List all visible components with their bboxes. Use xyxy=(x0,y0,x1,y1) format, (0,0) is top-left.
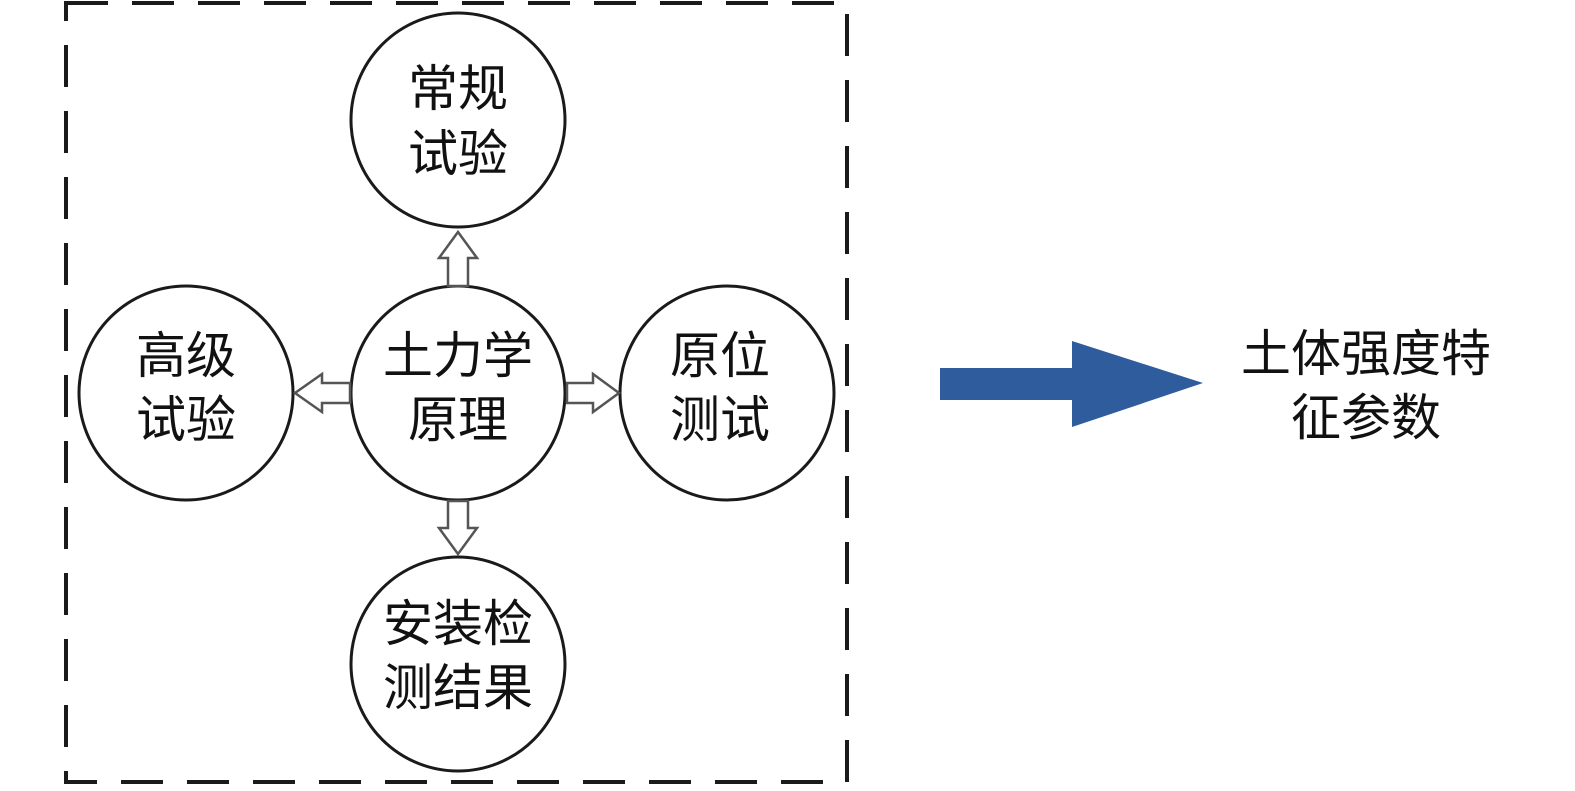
node-top-circle xyxy=(349,11,567,229)
arrow-down-to-bottom xyxy=(436,499,480,557)
node-center-label-line-2: 原理 xyxy=(408,391,508,449)
node-top-label-line-1: 常规 xyxy=(408,60,508,118)
node-right-label-line-1: 原位 xyxy=(670,327,770,385)
dashed-boundary xyxy=(64,1,849,784)
node-bottom-label-line-1: 安装检 xyxy=(383,595,533,653)
node-left-label-line-2: 试验 xyxy=(136,391,236,449)
node-bottom-circle xyxy=(349,555,567,773)
node-bottom-label-line-2: 测结果 xyxy=(383,659,533,717)
node-top-label-line-2: 试验 xyxy=(408,125,508,183)
node-center-label-line-1: 土力学 xyxy=(383,327,533,385)
result-label-line-2: 征参数 xyxy=(1291,389,1441,447)
node-left-label-line-1: 高级 xyxy=(136,327,236,385)
result-label-line-1: 土体强度特 xyxy=(1241,325,1491,383)
node-right-label-line-2: 测试 xyxy=(670,391,770,449)
arrow-right-to-right xyxy=(565,371,622,415)
arrow-left-to-left xyxy=(292,371,352,415)
result-arrow xyxy=(940,341,1203,427)
arrow-up-to-top xyxy=(436,229,480,288)
